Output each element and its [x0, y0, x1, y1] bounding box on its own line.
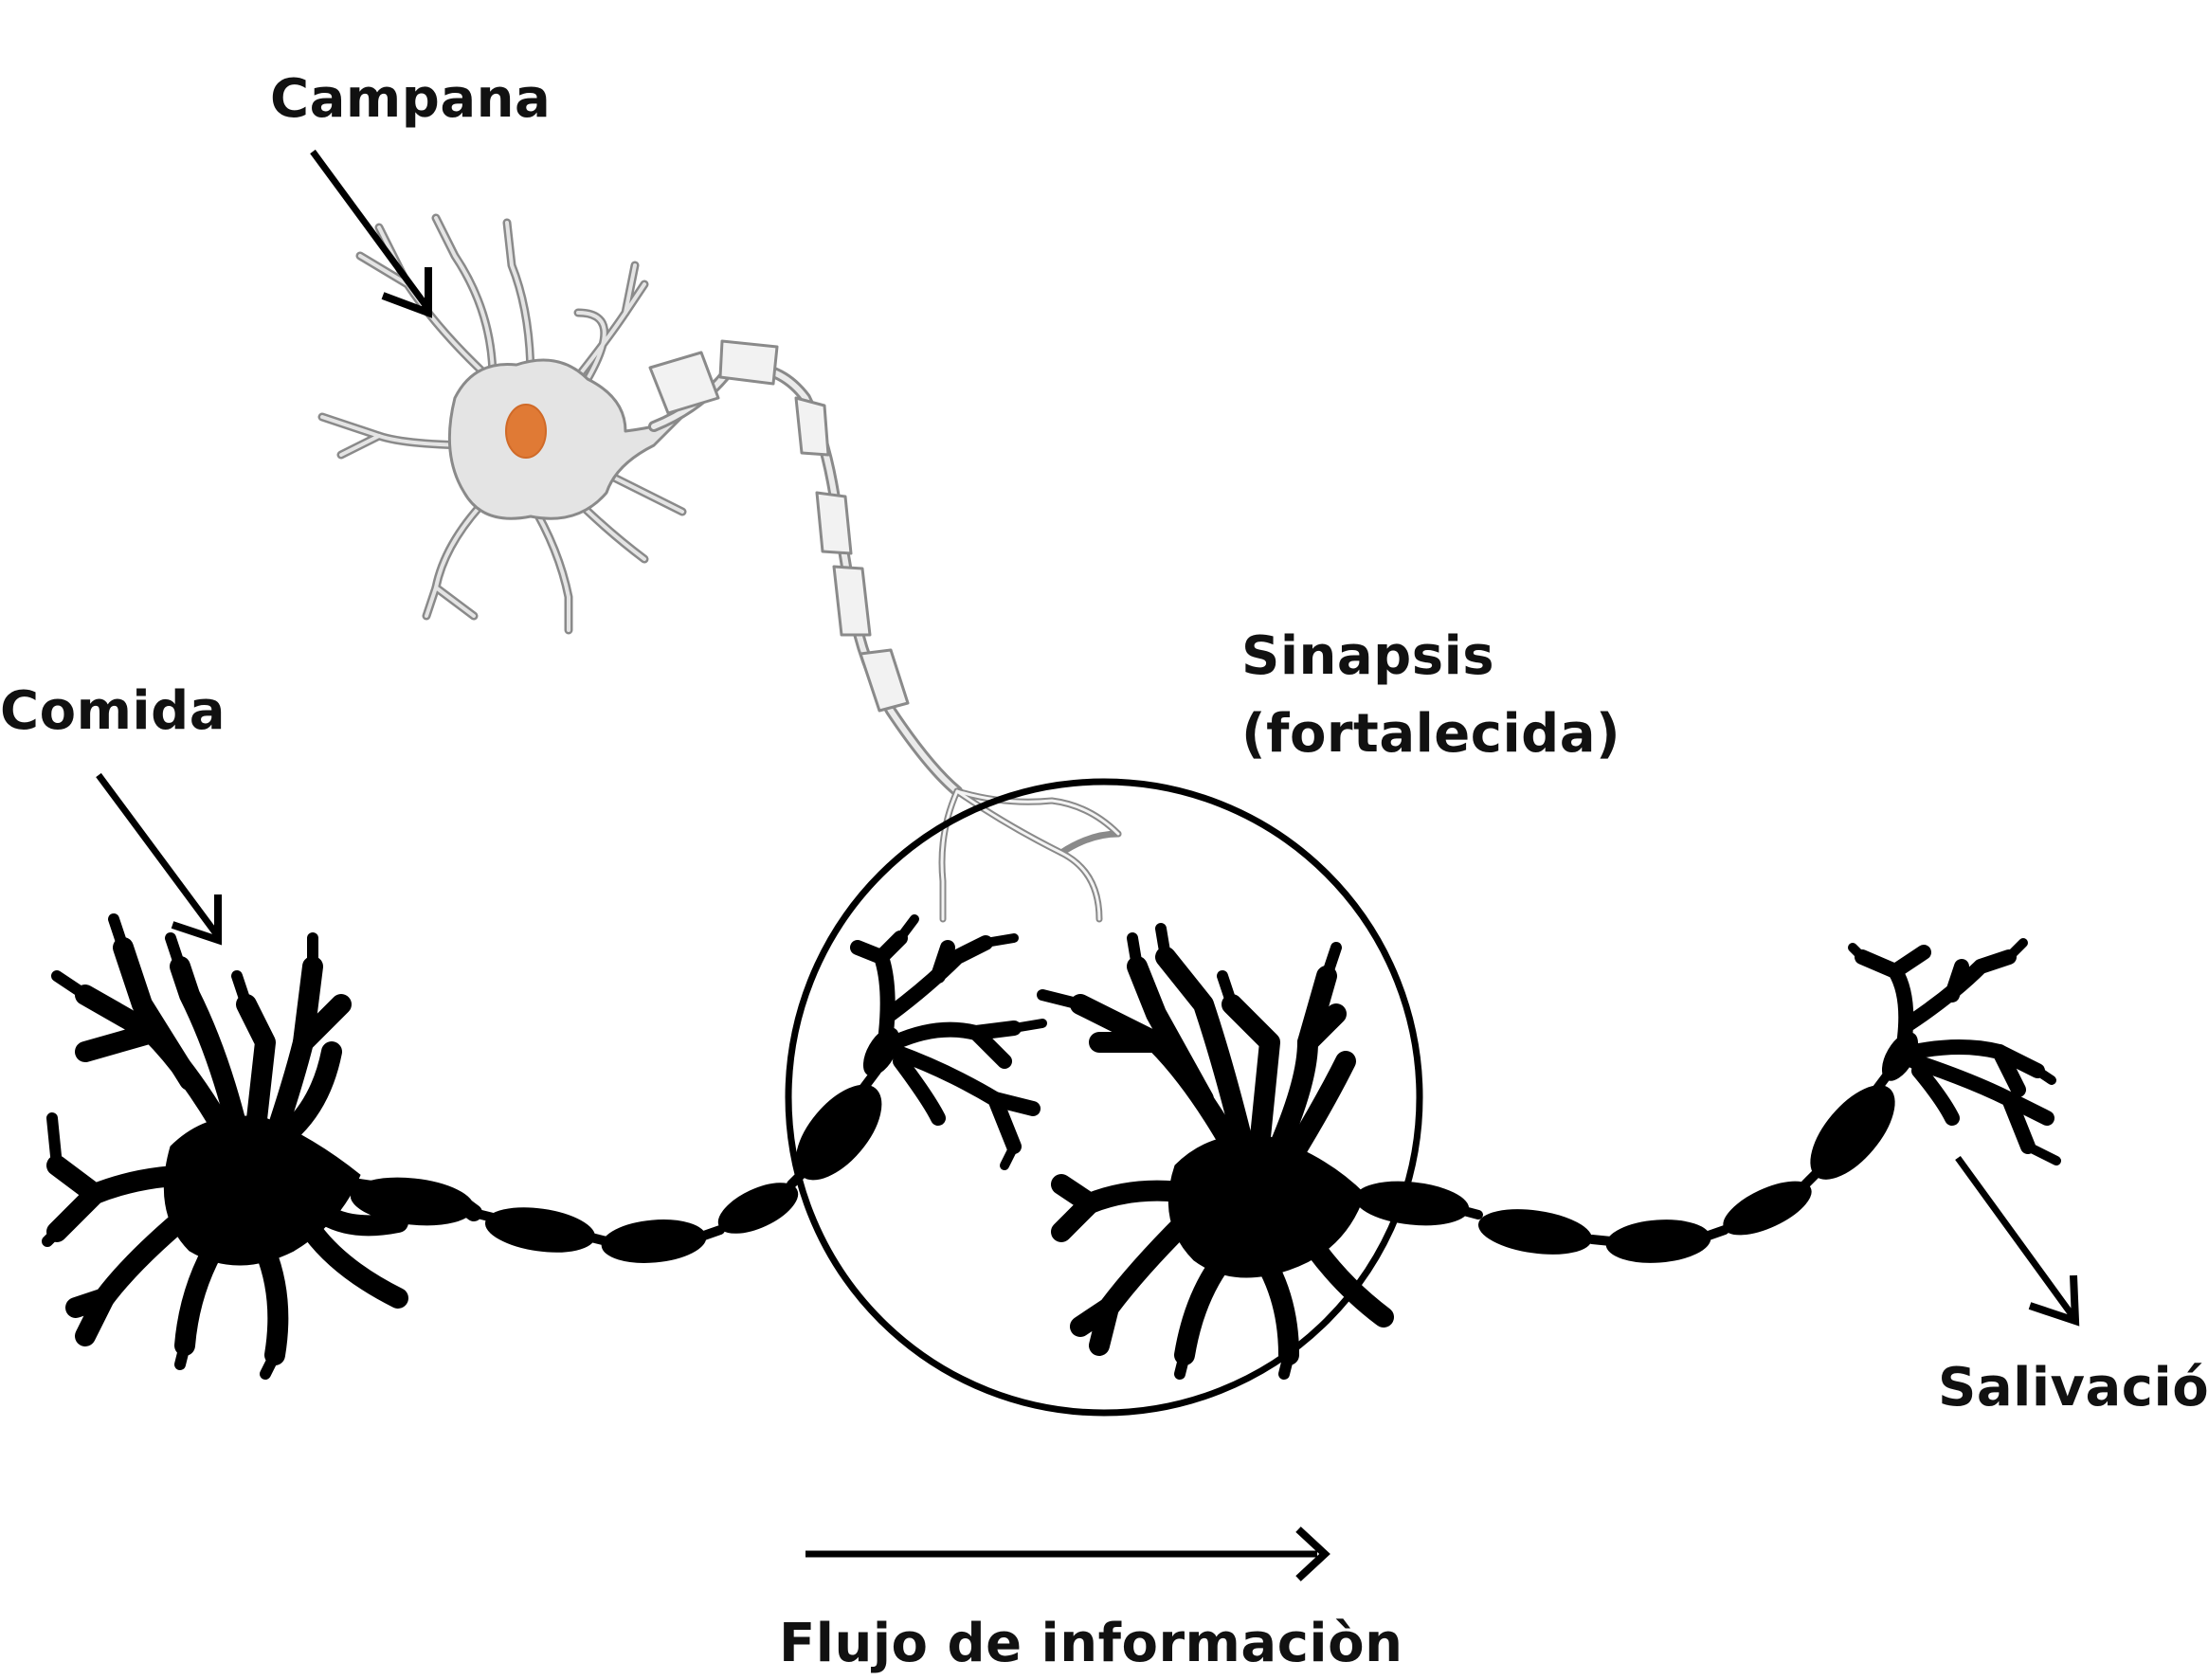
- label-salivacion: Salivación: [1938, 1357, 2208, 1418]
- campana-arrow: [310, 149, 431, 312]
- salivacion-arrow-head: [2028, 1274, 2080, 1327]
- right-axon: [1354, 1032, 1919, 1263]
- left-neuron: [42, 913, 408, 1380]
- comida-arrow: [96, 772, 221, 939]
- flow-arrow-head: [1295, 1526, 1330, 1581]
- left-axon: [333, 1027, 900, 1263]
- right-axon-terminal: [1848, 938, 2061, 1165]
- label-comida: Comida: [0, 680, 226, 742]
- label-sinapsis: Sinapsis: [1241, 625, 1495, 687]
- bell-neuron: [317, 213, 1122, 923]
- comida-arrow-head: [171, 894, 222, 946]
- left-axon-terminal: [850, 914, 1047, 1170]
- salivacion-arrow: [1955, 1155, 2076, 1320]
- nucleus: [505, 404, 547, 459]
- label-flujo: Flujo de informaciòn: [779, 1613, 1403, 1674]
- synapse-circle: [785, 778, 1423, 1417]
- label-campana: Campana: [270, 68, 552, 130]
- campana-arrow-head: [381, 267, 432, 318]
- label-fortalecida: (fortalecida): [1241, 703, 1621, 765]
- middle-neuron: [1037, 923, 1394, 1380]
- black-neuron-chain: [42, 913, 2061, 1380]
